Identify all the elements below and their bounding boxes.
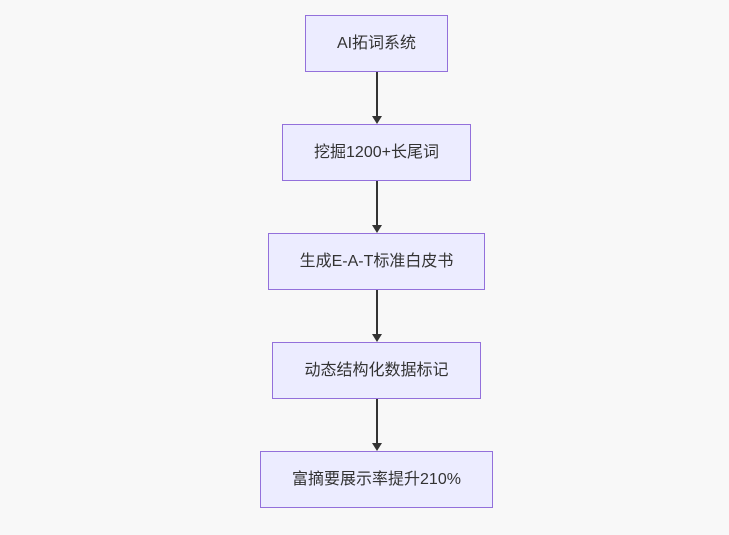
node-label: 生成E-A-T标准白皮书 — [299, 252, 454, 270]
flow-node-eat-whitepaper: 生成E-A-T标准白皮书 — [267, 233, 486, 290]
flow-node-longtail-mining: 挖掘1200+长尾词 — [282, 124, 471, 181]
node-label: 富摘要展示率提升210% — [292, 470, 461, 488]
edge-arrow-4 — [371, 399, 382, 451]
edge-line — [375, 72, 378, 116]
flow-node-ai-keyword-system: AI拓词系统 — [304, 15, 449, 72]
arrowhead-down-icon — [371, 116, 382, 124]
flowchart-canvas: AI拓词系统 挖掘1200+长尾词 生成E-A-T标准白皮书 动态结构化数据标记… — [12, 0, 729, 535]
edge-arrow-2 — [371, 181, 382, 233]
edge-arrow-3 — [371, 290, 382, 342]
arrowhead-down-icon — [371, 443, 382, 451]
edge-line — [375, 290, 378, 334]
edge-line — [375, 181, 378, 225]
arrowhead-down-icon — [371, 334, 382, 342]
arrowhead-down-icon — [371, 225, 382, 233]
flow-node-rich-snippet-result: 富摘要展示率提升210% — [260, 451, 493, 508]
flow-node-structured-data-markup: 动态结构化数据标记 — [272, 342, 481, 399]
edge-arrow-1 — [371, 72, 382, 124]
node-label: AI拓词系统 — [336, 34, 417, 52]
node-label: 动态结构化数据标记 — [304, 361, 449, 379]
node-label: 挖掘1200+长尾词 — [314, 143, 439, 161]
edge-line — [375, 399, 378, 443]
